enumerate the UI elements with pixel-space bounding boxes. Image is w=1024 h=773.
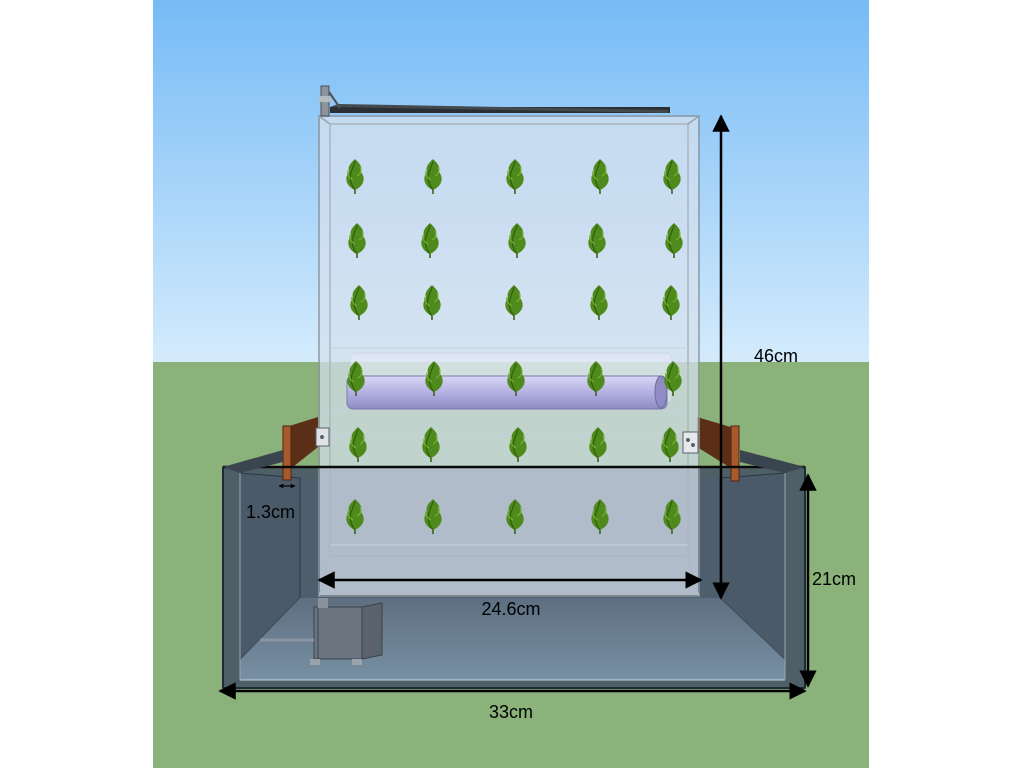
label-height-tank: 21cm [812,569,856,589]
dimension-height-tower: 46cm [712,114,798,600]
dimension-bracket-thickness: 1.3cm [246,483,296,522]
top-valve [319,85,341,117]
label-height-tower: 46cm [754,346,798,366]
left-clip [315,427,330,447]
dimension-height-tank: 21cm [799,473,856,688]
label-bracket-thickness: 1.3cm [246,502,295,522]
dimension-width-panel: 24.6cm [317,571,703,619]
label-width-tank: 33cm [489,702,533,722]
water-pump [260,598,383,665]
top-rail [330,104,670,113]
right-clip [682,431,699,454]
label-width-panel: 24.6cm [481,599,540,619]
dimension-width-tank: 33cm [218,682,807,722]
